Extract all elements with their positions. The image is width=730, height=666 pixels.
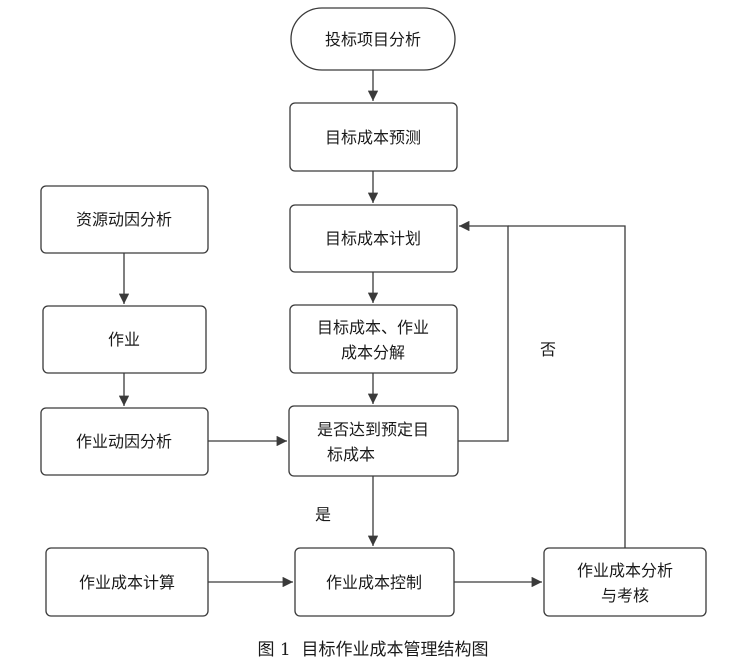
edge-analysis-feedback-to-plan [508,225,626,548]
figure-caption: 图 1 目标作业成本管理结构图 [257,640,488,660]
node-target-cost-plan: 目标成本计划 [289,204,458,273]
svg-text:资源动因分析: 资源动因分析 [76,210,172,229]
svg-text:投标项目分析: 投标项目分析 [325,30,421,49]
svg-text:作业: 作业 [108,330,140,349]
svg-text:标成本: 标成本 [327,445,375,464]
svg-text:与考核: 与考核 [601,586,649,605]
svg-text:目标成本、作业: 目标成本、作业 [317,318,429,337]
node-resource-driver-analysis: 资源动因分析 [40,185,209,254]
node-start: 投标项目分析 [290,7,456,71]
node-cost-analysis-assessment: 作业成本分析 与考核 [543,547,707,617]
node-activity-cost-control: 作业成本控制 [294,547,455,617]
node-target-cost-prediction: 目标成本预测 [289,102,458,172]
node-activity: 作业 [42,305,207,374]
edge-label-yes: 是 [315,505,331,524]
svg-text:作业成本计算: 作业成本计算 [79,573,175,592]
node-decision: 是否达到预定目 标成本 [288,405,459,477]
svg-text:作业成本分析: 作业成本分析 [577,561,673,580]
edge-decision-no-to-plan [458,220,509,442]
svg-text:目标成本计划: 目标成本计划 [325,229,421,248]
svg-text:是否达到预定目: 是否达到预定目 [317,420,429,439]
node-cost-decomposition: 目标成本、作业 成本分解 [289,304,458,374]
svg-text:目标成本预测: 目标成本预测 [325,128,421,147]
svg-text:作业成本控制: 作业成本控制 [326,573,422,592]
edge-label-no: 否 [540,340,556,359]
svg-text:成本分解: 成本分解 [341,343,405,362]
node-activity-cost-calculation: 作业成本计算 [45,547,209,617]
svg-text:作业动因分析: 作业动因分析 [76,432,172,451]
node-activity-driver-analysis: 作业动因分析 [40,407,209,476]
